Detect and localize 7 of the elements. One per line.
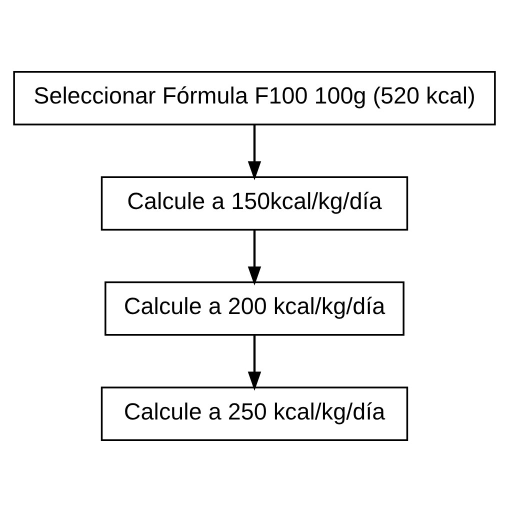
arrow bbox=[248, 230, 262, 286]
node-box: Seleccionar Fórmula F100 100g (520 kcal) bbox=[13, 70, 496, 126]
arrow bbox=[248, 335, 262, 391]
arrow bbox=[248, 124, 262, 180]
node-box: Calcule a 200 kcal/kg/día bbox=[104, 281, 404, 336]
node-box: Calcule a 150kcal/kg/día bbox=[100, 176, 408, 231]
node-box: Calcule a 250 kcal/kg/día bbox=[100, 386, 408, 442]
